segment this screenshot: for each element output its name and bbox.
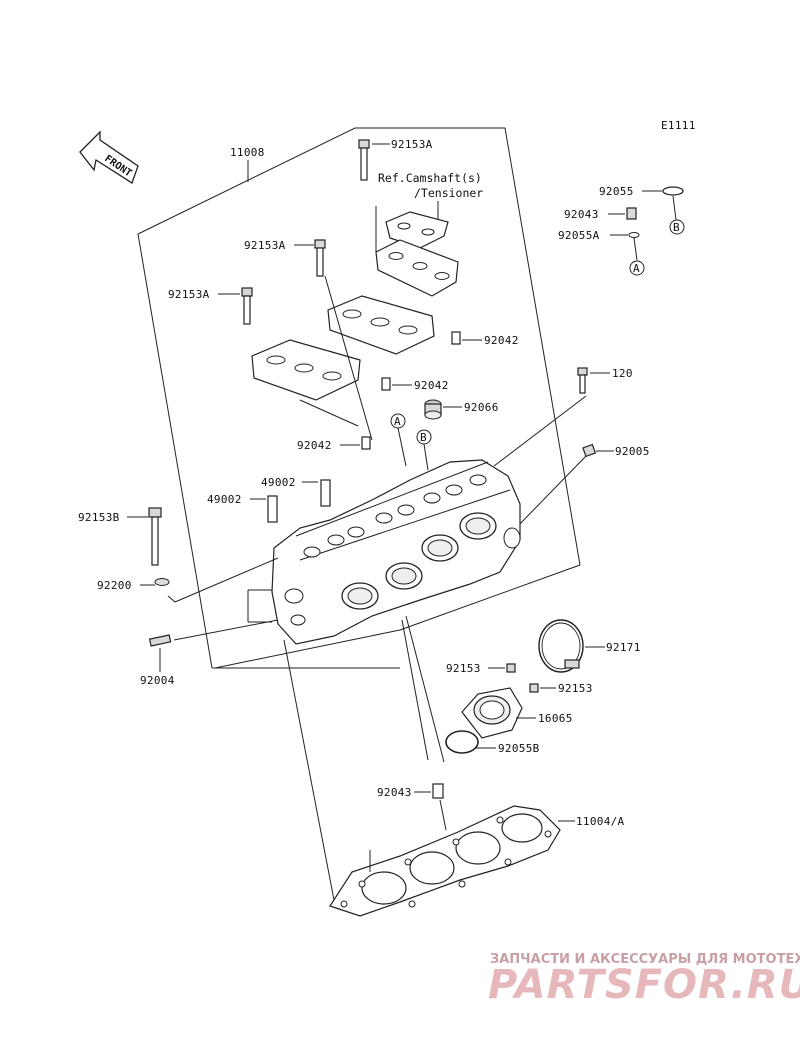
label-92055A: 92055A — [558, 229, 600, 242]
guide-49002-a — [320, 479, 331, 507]
callout-b-head-label: B — [420, 431, 427, 444]
washer-92200 — [154, 578, 170, 586]
dowel-92043-bottom — [432, 783, 444, 799]
label-92042-a: 92042 — [484, 334, 519, 347]
head-gasket-11004A — [329, 805, 561, 917]
label-92153-a: 92153 — [446, 662, 481, 675]
label-92066: 92066 — [464, 401, 499, 414]
diagram-code: E1111 — [661, 119, 696, 132]
label-92055B: 92055B — [498, 742, 540, 755]
bolt-92153B — [148, 507, 162, 566]
label-92042-b: 92042 — [414, 379, 449, 392]
label-120: 120 — [612, 367, 633, 380]
label-92004: 92004 — [140, 674, 175, 687]
guide-49002-b — [267, 495, 278, 523]
label-92153A-top: 92153A — [391, 138, 433, 151]
fitting-92005 — [582, 443, 597, 458]
label-11008: 11008 — [230, 146, 265, 159]
label-92171: 92171 — [606, 641, 641, 654]
bolt-120 — [577, 367, 588, 394]
front-arrow-icon: FRONT — [79, 130, 139, 184]
o-ring-92055B — [445, 730, 479, 754]
bolt-92153A-left — [241, 287, 253, 325]
label-92043-bottom: 92043 — [377, 786, 412, 799]
watermark-tagline: ЗАПЧАСТИ И АКСЕССУАРЫ ДЛЯ МОТОТЕХНИКИ — [490, 952, 800, 967]
watermark-brand: PARTSFOR.RU — [488, 962, 800, 1008]
bolt-92153-a — [506, 663, 516, 673]
dowel-92042-a — [451, 331, 461, 345]
o-ring-92055 — [662, 186, 684, 196]
label-92005: 92005 — [615, 445, 650, 458]
label-92153-b: 92153 — [558, 682, 593, 695]
reference-note-line-1: Ref.Camshaft(s) — [378, 171, 482, 185]
dowel-92042-b — [381, 377, 391, 391]
holder-16065 — [461, 687, 523, 739]
label-49002-b: 49002 — [207, 493, 242, 506]
dowel-92042-c — [361, 436, 371, 450]
label-92153A-mid: 92153A — [244, 239, 286, 252]
label-49002-a: 49002 — [261, 476, 296, 489]
callout-a-right-label: A — [633, 262, 640, 275]
bolt-92153-b — [529, 683, 539, 693]
reference-note-line-2: /Tensioner — [414, 186, 483, 200]
dowel-92043-top — [626, 207, 637, 220]
label-16065: 16065 — [538, 712, 573, 725]
callout-b-right — [669, 219, 685, 235]
label-92153B: 92153B — [78, 511, 120, 524]
callout-a-right — [629, 260, 645, 276]
label-92153A-left: 92153A — [168, 288, 210, 301]
plug-92066 — [424, 399, 442, 420]
camshaft-holder-lower — [251, 339, 361, 401]
stud-92004 — [148, 634, 172, 647]
cylinder-head — [271, 459, 521, 645]
label-92200: 92200 — [97, 579, 132, 592]
camshaft-holder-upper — [375, 211, 459, 297]
callout-a-head-label: A — [394, 415, 401, 428]
camshaft-holder-middle — [327, 295, 435, 355]
o-ring-92055A — [628, 232, 640, 238]
label-11004A: 11004/A — [576, 815, 625, 828]
assembly-frame — [137, 127, 581, 669]
bolt-92153A-mid — [314, 239, 326, 277]
label-92055: 92055 — [599, 185, 634, 198]
label-92043-top: 92043 — [564, 208, 599, 221]
callout-b-right-label: B — [673, 221, 680, 234]
clamp-92171 — [538, 619, 584, 673]
label-92042-c: 92042 — [297, 439, 332, 452]
bolt-92153A-top — [358, 139, 370, 181]
